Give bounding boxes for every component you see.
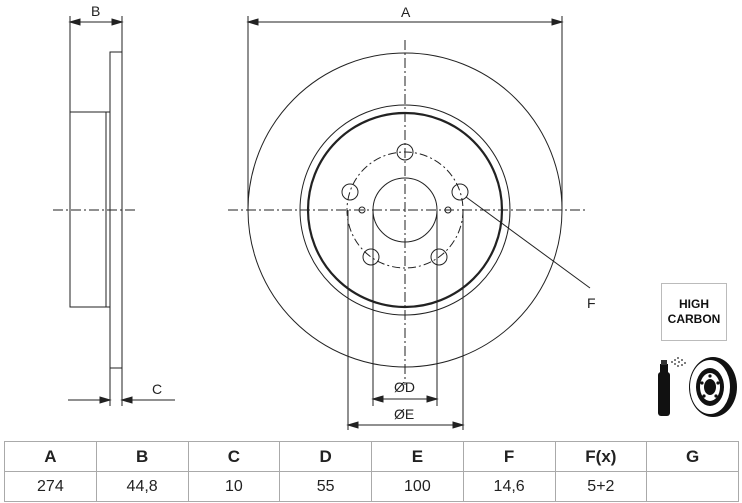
header-c: C [187, 441, 281, 472]
spec-table-value-row: 274 44,8 10 55 100 14,6 5+2 [4, 471, 739, 502]
value-fx: 5+2 [554, 471, 648, 502]
value-c: 10 [187, 471, 281, 502]
spec-table: A B C D E F F(x) G 274 44,8 10 55 100 14… [4, 441, 739, 502]
header-b: B [95, 441, 189, 472]
badge-line-1: HIGH [678, 297, 709, 311]
side-view [53, 16, 175, 406]
spray-can-disc-icon [658, 357, 737, 417]
high-carbon-badge: HIGH CARBON [661, 283, 727, 341]
header-fx: F(x) [554, 441, 648, 472]
header-a: A [4, 441, 97, 472]
front-view [228, 16, 591, 430]
spec-table-header-row: A B C D E F F(x) G [4, 441, 739, 472]
dim-e-label: ØE [394, 406, 415, 422]
badge-line-2: CARBON [667, 312, 721, 326]
dim-b-label: B [91, 3, 101, 19]
dim-c-label: C [152, 381, 163, 397]
technical-drawing [53, 16, 591, 430]
value-f: 14,6 [462, 471, 556, 502]
header-e: E [371, 441, 464, 472]
value-e: 100 [371, 471, 464, 502]
value-g [646, 471, 739, 502]
value-a: 274 [4, 471, 97, 502]
header-d: D [279, 441, 372, 472]
dim-d-label: ØD [394, 379, 415, 395]
value-d: 55 [279, 471, 372, 502]
dim-a-label: A [401, 4, 411, 20]
header-g: G [646, 441, 739, 472]
header-f: F [462, 441, 556, 472]
dim-f-label: F [587, 295, 596, 311]
value-b: 44,8 [95, 471, 189, 502]
